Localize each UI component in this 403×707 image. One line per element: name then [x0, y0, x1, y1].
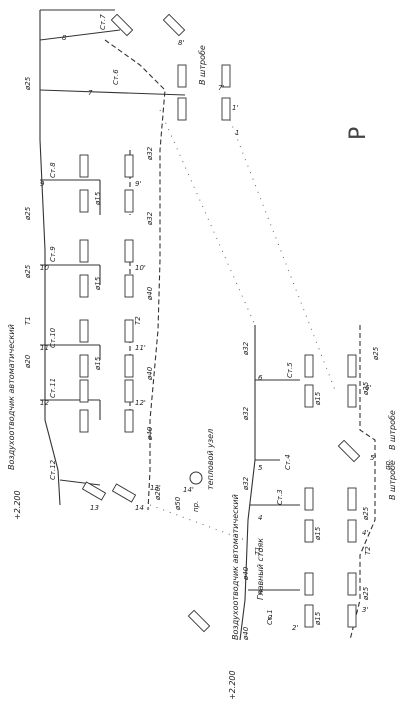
node-9: 9 [40, 180, 45, 188]
dia-15-e: ø15 [314, 526, 322, 541]
air-vent-label-top: Воздухоотводчик автоматический [7, 324, 16, 470]
riser-st10: Ст.10 [49, 327, 57, 348]
dia-32-c: ø32 [242, 341, 250, 356]
dia-25-g: ø25 [362, 586, 370, 601]
dia-15-b: ø15 [94, 276, 102, 291]
radiators-lower [187, 354, 361, 633]
node-12p: 12' [135, 399, 146, 407]
riser-st6: Ст.6 [112, 69, 120, 85]
dia-25-d: ø25 [372, 346, 380, 361]
dia-40-a: ø40 [146, 286, 154, 301]
node-11p: 11' [135, 344, 146, 352]
dia-40-b: ø40 [146, 366, 154, 381]
riser-st12: Ст.12 [49, 459, 57, 480]
dia-25-e: ø25 [362, 381, 370, 396]
node-5: 5 [258, 464, 263, 472]
upper-supply-link-13 [59, 479, 101, 486]
elevation-label-bottom: +2.200 [228, 670, 237, 700]
riser-st7: Ст.7 [99, 14, 107, 30]
air-vent-label-bottom: Воздухоотводчик автоматический [231, 494, 240, 640]
node-8p: 8' [178, 39, 184, 47]
upper-supply-main [39, 10, 61, 506]
node-7p: 7' [218, 84, 224, 92]
pr-label-1: пр. [192, 501, 200, 512]
main-riser-label: Главный стояк [256, 538, 265, 600]
upper-supply-link-7 [39, 89, 186, 96]
dia-25-b: ø25 [24, 206, 32, 221]
node-8: 8 [62, 34, 67, 42]
lower-return-main [349, 325, 376, 641]
node-10: 10 [40, 264, 49, 272]
node-13: 13 [90, 504, 99, 512]
dia-15-d: ø15 [314, 391, 322, 406]
in-wall-label-3: В штробе [388, 410, 397, 450]
letter-p: Р [346, 127, 371, 140]
dia-15-f: ø15 [314, 611, 322, 626]
dia-40-d: ø40 [242, 566, 250, 581]
riser-st5: Ст.5 [286, 362, 294, 378]
in-wall-label-1: В штробе [198, 45, 207, 85]
node-4: 4 [258, 514, 262, 522]
node-14p: 14' [183, 486, 194, 494]
t1-label: Т1 [24, 316, 32, 325]
node-12: 12 [40, 399, 49, 407]
upper-supply-link-8 [39, 29, 121, 41]
dia-15-c: ø15 [94, 356, 102, 371]
node-6p: 6' [365, 384, 371, 392]
node-3: 3 [258, 589, 262, 597]
dia-40-e: ø40 [242, 626, 250, 641]
t2b-label: Т2 [364, 546, 372, 555]
riser-st9: Ст.9 [49, 246, 57, 262]
dia-15-a: ø15 [94, 191, 102, 206]
riser-st8: Ст.8 [49, 162, 57, 178]
heat-node-label: тепловой узел [206, 429, 215, 490]
node-3p: 3' [362, 606, 368, 614]
riser-st3: Ст.3 [276, 489, 284, 505]
dia-32-d: ø32 [242, 406, 250, 421]
dia-20-a: ø20 [24, 354, 32, 369]
dia-20-b: ø20 [154, 486, 162, 501]
node-7: 7 [88, 89, 93, 97]
radiators-upper [79, 13, 231, 503]
node-2: 2 [268, 614, 273, 622]
node-9p: 9' [135, 180, 141, 188]
node-1: 1 [235, 129, 239, 137]
lower-supply-main [239, 325, 256, 641]
heat-node-symbol [189, 471, 203, 485]
t1b-label: Т1 [254, 546, 262, 555]
upper-return-main [104, 39, 166, 511]
node-13p: 13' [150, 484, 161, 492]
node-5p: 5' [370, 454, 376, 462]
dia-25-c: ø25 [24, 264, 32, 279]
ref-dotted-3 [149, 504, 246, 541]
node-14: 14 [135, 504, 144, 512]
in-wall-label-2: В штробе [388, 460, 397, 500]
dia-40-c: ø40 [146, 426, 154, 441]
dia-50-a: ø50 [174, 496, 182, 511]
node-2p: 2' [292, 624, 298, 632]
elevation-label-top: +2.200 [13, 490, 22, 520]
riser-st4: Ст.4 [284, 454, 292, 470]
dia-25-a: ø25 [24, 76, 32, 91]
node-11: 11 [40, 344, 49, 352]
dia-32-b: ø32 [146, 211, 154, 226]
dia-32-a: ø32 [146, 146, 154, 161]
riser-st1: Ст.1 [266, 609, 274, 625]
ref-dotted-1 [159, 109, 256, 326]
node-10p: 10' [135, 264, 146, 272]
node-1p: 1' [232, 104, 238, 112]
t2-label: Т2 [134, 316, 142, 325]
node-4p: 4' [362, 529, 368, 537]
riser-st11: Ст.11 [49, 378, 57, 398]
pr-label-2: пр. [384, 459, 392, 470]
dia-32-e: ø32 [242, 476, 250, 491]
dia-25-f: ø25 [362, 506, 370, 521]
node-6: 6 [258, 374, 263, 382]
